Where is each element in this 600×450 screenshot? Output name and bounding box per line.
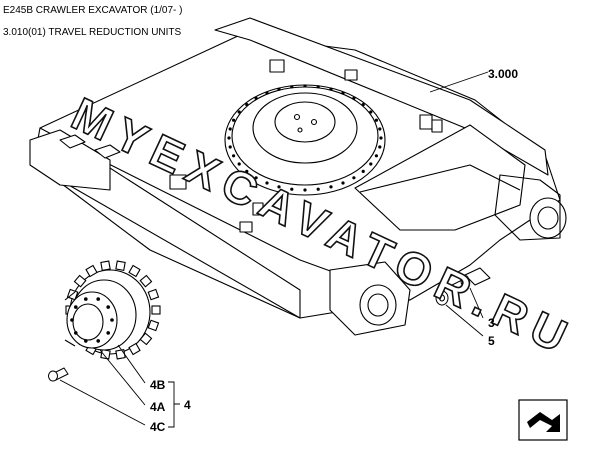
hub-bolt — [96, 297, 100, 301]
ring-bolt — [329, 87, 333, 91]
ring-bolt — [303, 84, 307, 88]
ring-bolt — [227, 136, 231, 140]
ring-bolt — [369, 110, 373, 114]
ring-bolt — [316, 85, 320, 89]
ring-bolt — [245, 103, 249, 107]
callout-group-4: 4 — [184, 398, 191, 412]
sprocket-tooth — [115, 349, 126, 360]
leader-lines — [59, 71, 489, 428]
ring-bolt — [237, 162, 241, 166]
sprocket-tooth — [139, 332, 153, 346]
ring-bolt — [361, 103, 365, 107]
sprocket-tooth — [147, 288, 160, 301]
sprocket-tooth — [100, 260, 111, 271]
ring-bolt — [245, 169, 249, 173]
hub-bolt — [70, 318, 74, 322]
ring-bolt — [265, 181, 269, 185]
hub-bolt-circle — [70, 297, 114, 343]
ring-bolt — [378, 145, 382, 149]
ring-bolt — [290, 85, 294, 89]
section-title: 3.010(01) TRAVEL REDUCTION UNITS — [3, 27, 182, 38]
sprocket-tooth — [115, 260, 126, 271]
ring-bolt — [316, 187, 320, 191]
next-page-arrow-icon[interactable] — [518, 399, 568, 441]
ring-bolt — [232, 118, 236, 122]
hub-bolt — [106, 305, 110, 309]
ring-bolt — [228, 145, 232, 149]
ring-bolt — [277, 185, 281, 189]
ring-bolt — [379, 136, 383, 140]
ring-bolt — [254, 96, 258, 100]
diagram-title: E245B CRAWLER EXCAVATOR (1/07- ) — [3, 5, 183, 16]
hub-bolt — [106, 331, 110, 335]
ring-bolt — [228, 127, 232, 131]
callout-4b: 4B — [150, 378, 166, 392]
ring-bolt — [352, 96, 356, 100]
sprocket-tooth — [128, 264, 141, 278]
swing-bearing — [224, 84, 386, 196]
ring-bolt — [374, 118, 378, 122]
ring-bolt — [290, 187, 294, 191]
callout-washer: 5 — [488, 334, 495, 348]
hub-bolt — [110, 318, 114, 322]
ring-bolt — [352, 176, 356, 180]
hub-bolt — [74, 331, 78, 335]
ring-bolt — [254, 176, 258, 180]
bolt-4c — [48, 367, 69, 382]
sprocket-tooth — [128, 342, 141, 356]
travel-reduction-unit — [64, 260, 161, 360]
callout-4a: 4A — [150, 400, 166, 414]
bolt-3 — [449, 275, 470, 292]
callout-frame: 3.000 — [488, 67, 518, 81]
sprocket-tooth — [151, 305, 161, 315]
ring-bolt — [374, 154, 378, 158]
ring-bolt — [341, 181, 345, 185]
hub-bolt — [84, 339, 88, 343]
ring-bolt — [378, 127, 382, 131]
sprocket-tooth — [73, 274, 87, 288]
callout-4c: 4C — [150, 420, 166, 434]
hub-bolt — [96, 339, 100, 343]
hub-bolt — [84, 297, 88, 301]
ring-bolt — [361, 169, 365, 173]
sprocket-tooth — [85, 264, 98, 278]
sprocket-tooth — [147, 319, 160, 332]
sprocket-tooth — [139, 274, 153, 288]
ring-bolt — [329, 185, 333, 189]
ring-bolt — [369, 162, 373, 166]
washer-5 — [435, 290, 449, 306]
ring-bolt — [237, 110, 241, 114]
ring-bolt — [277, 87, 281, 91]
ring-bolt — [303, 188, 307, 192]
ring-bolt — [341, 91, 345, 95]
ring-bolt — [265, 91, 269, 95]
callout-bolt: 3 — [488, 316, 495, 330]
ring-bolt — [232, 154, 236, 158]
hub-bolt — [74, 305, 78, 309]
swing-bearing-bolt-ring — [227, 84, 383, 192]
sprocket-tooth — [100, 349, 111, 360]
